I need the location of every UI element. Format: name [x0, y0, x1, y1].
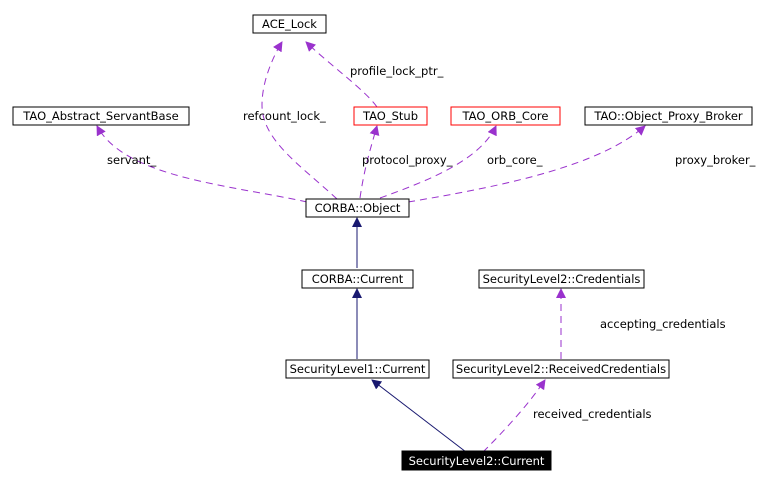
label-servant: servant_ — [107, 153, 156, 167]
node-securitylevel1-current[interactable]: SecurityLevel1::Current — [285, 359, 430, 379]
edge-proxy-broker — [407, 125, 646, 203]
edge-sl2current-inherits-sl1current — [371, 379, 467, 453]
node-corba-object-label: CORBA::Object — [315, 201, 401, 215]
edge-received-credentials — [482, 379, 546, 453]
label-profile-lock-ptr: profile_lock_ptr_ — [350, 64, 444, 78]
node-ace-lock[interactable]: ACE_Lock — [252, 14, 327, 34]
node-tao-object-proxy-broker[interactable]: TAO::Object_Proxy_Broker — [584, 106, 753, 126]
edge-servant — [96, 125, 308, 203]
edge-refcount-lock — [261, 41, 338, 200]
node-tao-abstract-servantbase[interactable]: TAO_Abstract_ServantBase — [12, 106, 190, 126]
node-securitylevel2-current-label: SecurityLevel2::Current — [409, 454, 545, 468]
edge-orb-core — [379, 125, 497, 199]
node-securitylevel2-credentials-label: SecurityLevel2::Credentials — [483, 272, 641, 286]
node-tao-orb-core-label: TAO_ORB_Core — [462, 109, 549, 123]
node-corba-object[interactable]: CORBA::Object — [305, 198, 410, 218]
edge-protocol-proxy — [359, 125, 380, 199]
node-securitylevel2-current[interactable]: SecurityLevel2::Current — [401, 450, 552, 471]
node-securitylevel1-current-label: SecurityLevel1::Current — [290, 362, 426, 376]
node-securitylevel2-credentials[interactable]: SecurityLevel2::Credentials — [478, 269, 645, 289]
node-corba-current-label: CORBA::Current — [312, 272, 404, 286]
edge-labels: profile_lock_ptr_ refcount_lock_ servant… — [107, 64, 756, 421]
node-tao-stub[interactable]: TAO_Stub — [353, 106, 428, 126]
edge-profile-lock-ptr — [305, 41, 378, 108]
label-protocol-proxy: protocol_proxy_ — [362, 153, 453, 167]
label-orb-core: orb_core_ — [487, 153, 543, 167]
node-securitylevel2-receivedcredentials[interactable]: SecurityLevel2::ReceivedCredentials — [452, 359, 670, 379]
node-securitylevel2-receivedcredentials-label: SecurityLevel2::ReceivedCredentials — [456, 362, 666, 376]
edges — [96, 41, 646, 453]
label-refcount-lock: refcount_lock_ — [243, 109, 326, 123]
node-tao-orb-core[interactable]: TAO_ORB_Core — [450, 106, 561, 126]
node-tao-stub-label: TAO_Stub — [362, 109, 418, 123]
label-accepting-credentials: accepting_credentials — [600, 317, 726, 331]
node-ace-lock-label: ACE_Lock — [262, 17, 317, 31]
label-received-credentials: received_credentials — [533, 407, 652, 421]
node-tao-object-proxy-broker-label: TAO::Object_Proxy_Broker — [593, 109, 743, 123]
node-corba-current[interactable]: CORBA::Current — [301, 269, 414, 289]
node-tao-abstract-servantbase-label: TAO_Abstract_ServantBase — [22, 109, 178, 123]
label-proxy-broker: proxy_broker_ — [675, 153, 756, 167]
